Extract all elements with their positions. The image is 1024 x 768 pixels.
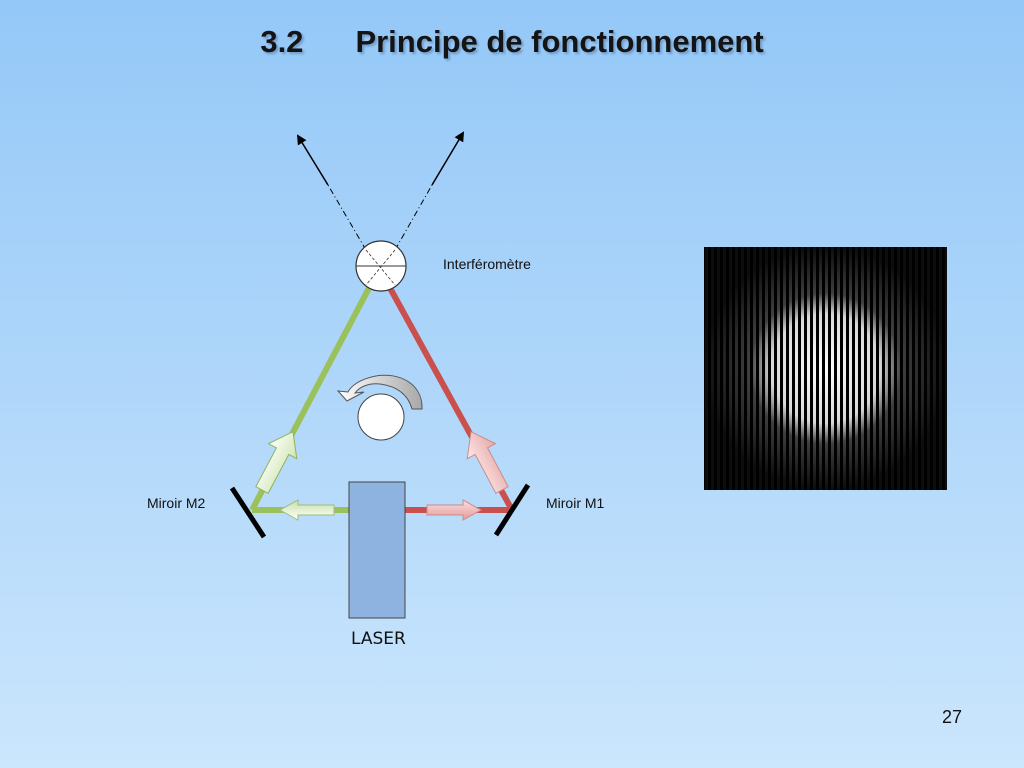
laser-source xyxy=(349,482,405,618)
red-direction-arrow-right xyxy=(427,500,481,520)
interferometer-label: Interféromètre xyxy=(443,256,531,272)
interference-fringe-image xyxy=(704,247,947,490)
page-number: 27 xyxy=(942,707,962,728)
fringe-pattern-icon xyxy=(704,247,947,490)
green-direction-arrow-left xyxy=(280,500,334,520)
output-beam-left xyxy=(298,136,366,250)
red-direction-arrow-up xyxy=(457,424,516,497)
mirror-m1-label: Miroir M1 xyxy=(546,495,604,511)
mirror-m2-label: Miroir M2 xyxy=(147,495,205,511)
output-beam-right xyxy=(395,133,463,250)
green-direction-arrow-up xyxy=(248,424,307,497)
laser-label: LASER xyxy=(351,629,406,649)
rotating-disc xyxy=(358,394,404,440)
interferometer-icon xyxy=(356,241,406,291)
